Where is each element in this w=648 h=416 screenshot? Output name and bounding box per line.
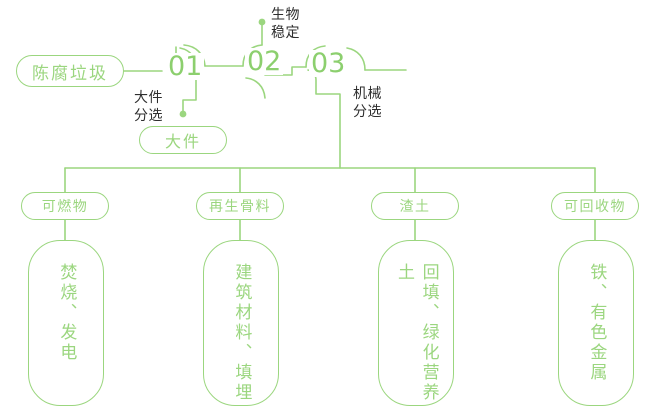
output-category-label: 渣土 xyxy=(399,198,431,214)
output-category-2[interactable]: 再生骨料 xyxy=(196,192,284,220)
output-category-label: 再生骨料 xyxy=(209,198,271,214)
process-label-02: 生物 稳定 xyxy=(271,6,300,40)
output-category-3[interactable]: 渣土 xyxy=(371,192,459,220)
dot-bio-branch xyxy=(258,18,266,26)
stage-number-03[interactable]: 03 xyxy=(309,48,348,79)
dot-dajian-branch xyxy=(179,110,187,118)
output-destination-label: 焚烧、发电 xyxy=(57,263,77,363)
source-node-label: 陈腐垃圾 xyxy=(32,63,108,83)
output-destination-label: 铁、有色金属 xyxy=(587,263,607,383)
output-category-label: 可回收物 xyxy=(564,198,626,214)
output-category-4[interactable]: 可回收物 xyxy=(551,192,639,220)
arc-02-lower-right xyxy=(245,77,266,99)
output-destination-label: 建筑材料、填埋 xyxy=(232,263,252,403)
output-destination-label: 回填、绿化营养土 xyxy=(395,263,439,403)
side-output-label: 大件 xyxy=(164,134,201,151)
output-destination-box-2[interactable]: 建筑材料、填埋 xyxy=(203,240,279,406)
side-output-node-dajian[interactable]: 大件 xyxy=(139,126,227,154)
arc-03-upper-right xyxy=(346,47,366,71)
stage-number-01[interactable]: 01 xyxy=(166,51,205,82)
stage-number-02[interactable]: 02 xyxy=(245,46,284,77)
output-category-1[interactable]: 可燃物 xyxy=(21,192,109,220)
output-destination-box-3[interactable]: 回填、绿化营养土 xyxy=(378,240,454,406)
process-label-03: 机械 分选 xyxy=(353,85,382,119)
output-destination-box-1[interactable]: 焚烧、发电 xyxy=(28,240,104,406)
output-destination-box-4[interactable]: 铁、有色金属 xyxy=(558,240,634,406)
wire-03-to-bus xyxy=(307,69,341,169)
process-label-01: 大件 分选 xyxy=(134,89,163,123)
source-node[interactable]: 陈腐垃圾 xyxy=(16,55,124,87)
output-category-label: 可燃物 xyxy=(41,198,89,214)
